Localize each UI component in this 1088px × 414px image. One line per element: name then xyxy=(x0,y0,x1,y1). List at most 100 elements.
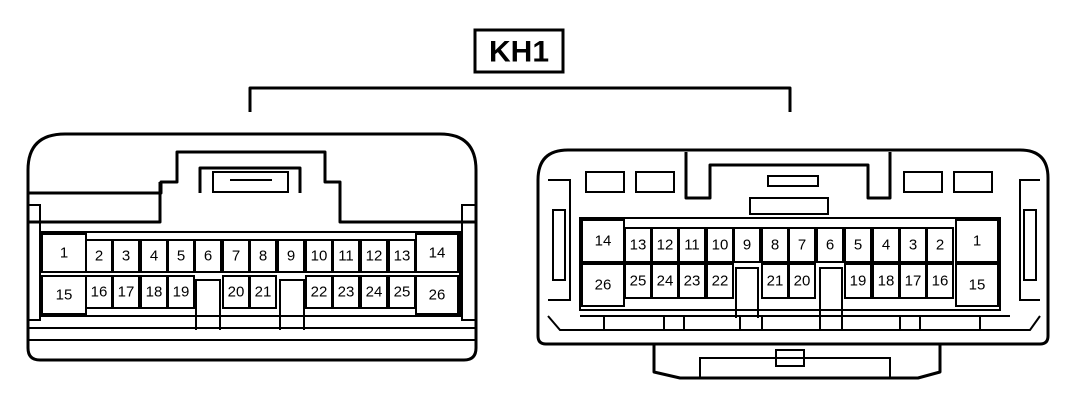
right-pin-15: 15 xyxy=(955,263,999,307)
right-pin-cell xyxy=(624,263,652,299)
right-pin-17: 17 xyxy=(899,263,927,299)
left-pin-label: 14 xyxy=(429,245,446,262)
right-pin-label: 4 xyxy=(882,237,890,254)
left-pin-10: 10 xyxy=(305,239,333,273)
right-pin-label: 7 xyxy=(798,237,806,254)
left-pin-19: 19 xyxy=(167,275,195,309)
right-pin-label: 13 xyxy=(630,237,647,254)
left-pin-4: 4 xyxy=(140,239,168,273)
left-pin-5: 5 xyxy=(167,239,195,273)
left-pin-23: 23 xyxy=(332,275,360,309)
right-pin-cell xyxy=(872,227,900,263)
right-pin-14: 14 xyxy=(581,219,625,263)
left-pin-cell xyxy=(140,239,168,273)
left-pin-12: 12 xyxy=(360,239,388,273)
left-pin-cell xyxy=(415,233,459,273)
left-pin-16: 16 xyxy=(85,275,113,309)
right-pin-label: 10 xyxy=(712,237,729,254)
right-pin-5: 5 xyxy=(844,227,872,263)
left-pin-cell xyxy=(194,239,222,273)
right-pin-cell xyxy=(955,219,999,263)
title-box: KH1 xyxy=(473,28,565,74)
right-pin-label: 2 xyxy=(936,237,944,254)
left-pin-8: 8 xyxy=(249,239,277,273)
right-connector-body xyxy=(536,148,1050,380)
left-pin-18: 18 xyxy=(140,275,168,309)
left-pin-26: 26 xyxy=(415,275,459,315)
left-pin-7: 7 xyxy=(222,239,250,273)
left-pin-label: 25 xyxy=(394,284,411,301)
left-pin-cell xyxy=(249,239,277,273)
right-pin-label: 23 xyxy=(684,273,701,290)
right-pin-label: 22 xyxy=(712,273,729,290)
right-pin-label: 6 xyxy=(826,237,834,254)
left-pin-label: 18 xyxy=(146,284,163,301)
right-pin-10: 10 xyxy=(706,227,734,263)
right-pin-label: 19 xyxy=(850,273,867,290)
left-pin-1: 1 xyxy=(41,233,87,273)
left-pin-label: 12 xyxy=(366,248,383,265)
title-label: KH1 xyxy=(489,36,549,69)
right-pin-20: 20 xyxy=(788,263,816,299)
right-pin-16: 16 xyxy=(926,263,954,299)
bracket xyxy=(248,86,792,112)
left-pin-label: 19 xyxy=(173,284,190,301)
left-pin-label: 11 xyxy=(338,248,354,265)
left-key-slot xyxy=(195,279,221,330)
left-pin-label: 22 xyxy=(311,284,328,301)
left-pin-label: 7 xyxy=(232,248,240,265)
right-pin-cell xyxy=(678,227,706,263)
right-pin-label: 20 xyxy=(794,273,811,290)
right-pin-label: 12 xyxy=(657,237,674,254)
right-pin-label: 3 xyxy=(909,237,917,254)
left-pin-cell xyxy=(332,239,360,273)
right-pin-2: 2 xyxy=(926,227,954,263)
left-pin-cell xyxy=(415,275,459,315)
left-pin-label: 9 xyxy=(287,248,295,265)
right-pin-cell xyxy=(706,263,734,299)
right-pin-12: 12 xyxy=(651,227,679,263)
right-key-slot xyxy=(819,267,843,318)
right-pin-cell xyxy=(788,263,816,299)
right-pin-label: 24 xyxy=(657,273,674,290)
left-pin-label: 23 xyxy=(338,284,355,301)
left-pin-17: 17 xyxy=(112,275,140,309)
left-pin-14: 14 xyxy=(415,233,459,273)
left-pin-11: 11 xyxy=(332,239,360,273)
left-pin-label: 3 xyxy=(122,248,130,265)
left-pin-label: 20 xyxy=(228,284,245,301)
left-pin-label: 16 xyxy=(91,284,108,301)
right-pin-cell xyxy=(706,227,734,263)
left-pin-label: 24 xyxy=(366,284,383,301)
right-pin-24: 24 xyxy=(651,263,679,299)
right-pin-cell xyxy=(733,227,761,263)
right-pin-25: 25 xyxy=(624,263,652,299)
right-pin-cell xyxy=(955,263,999,307)
left-pin-15: 15 xyxy=(41,275,87,315)
left-pin-9: 9 xyxy=(277,239,305,273)
right-pin-18: 18 xyxy=(872,263,900,299)
right-pin-label: 9 xyxy=(743,237,751,254)
right-pin-cell xyxy=(581,263,625,307)
left-pin-cell xyxy=(222,239,250,273)
left-pin-label: 17 xyxy=(118,284,135,301)
right-pin-cell xyxy=(844,263,872,299)
left-pin-21: 21 xyxy=(249,275,277,309)
right-pin-label: 14 xyxy=(595,233,612,250)
left-pin-label: 10 xyxy=(311,248,328,265)
right-pin-cell xyxy=(788,227,816,263)
left-pin-label: 15 xyxy=(56,287,73,304)
right-pin-cell xyxy=(678,263,706,299)
right-pin-3: 3 xyxy=(899,227,927,263)
left-pin-cell xyxy=(249,275,277,309)
right-pin-13: 13 xyxy=(624,227,652,263)
left-pin-20: 20 xyxy=(222,275,250,309)
right-pin-23: 23 xyxy=(678,263,706,299)
right-pin-label: 11 xyxy=(684,237,700,254)
left-pin-cell xyxy=(332,275,360,309)
right-pin-8: 8 xyxy=(761,227,789,263)
right-pin-cell xyxy=(926,263,954,299)
right-pin-label: 1 xyxy=(973,233,981,250)
